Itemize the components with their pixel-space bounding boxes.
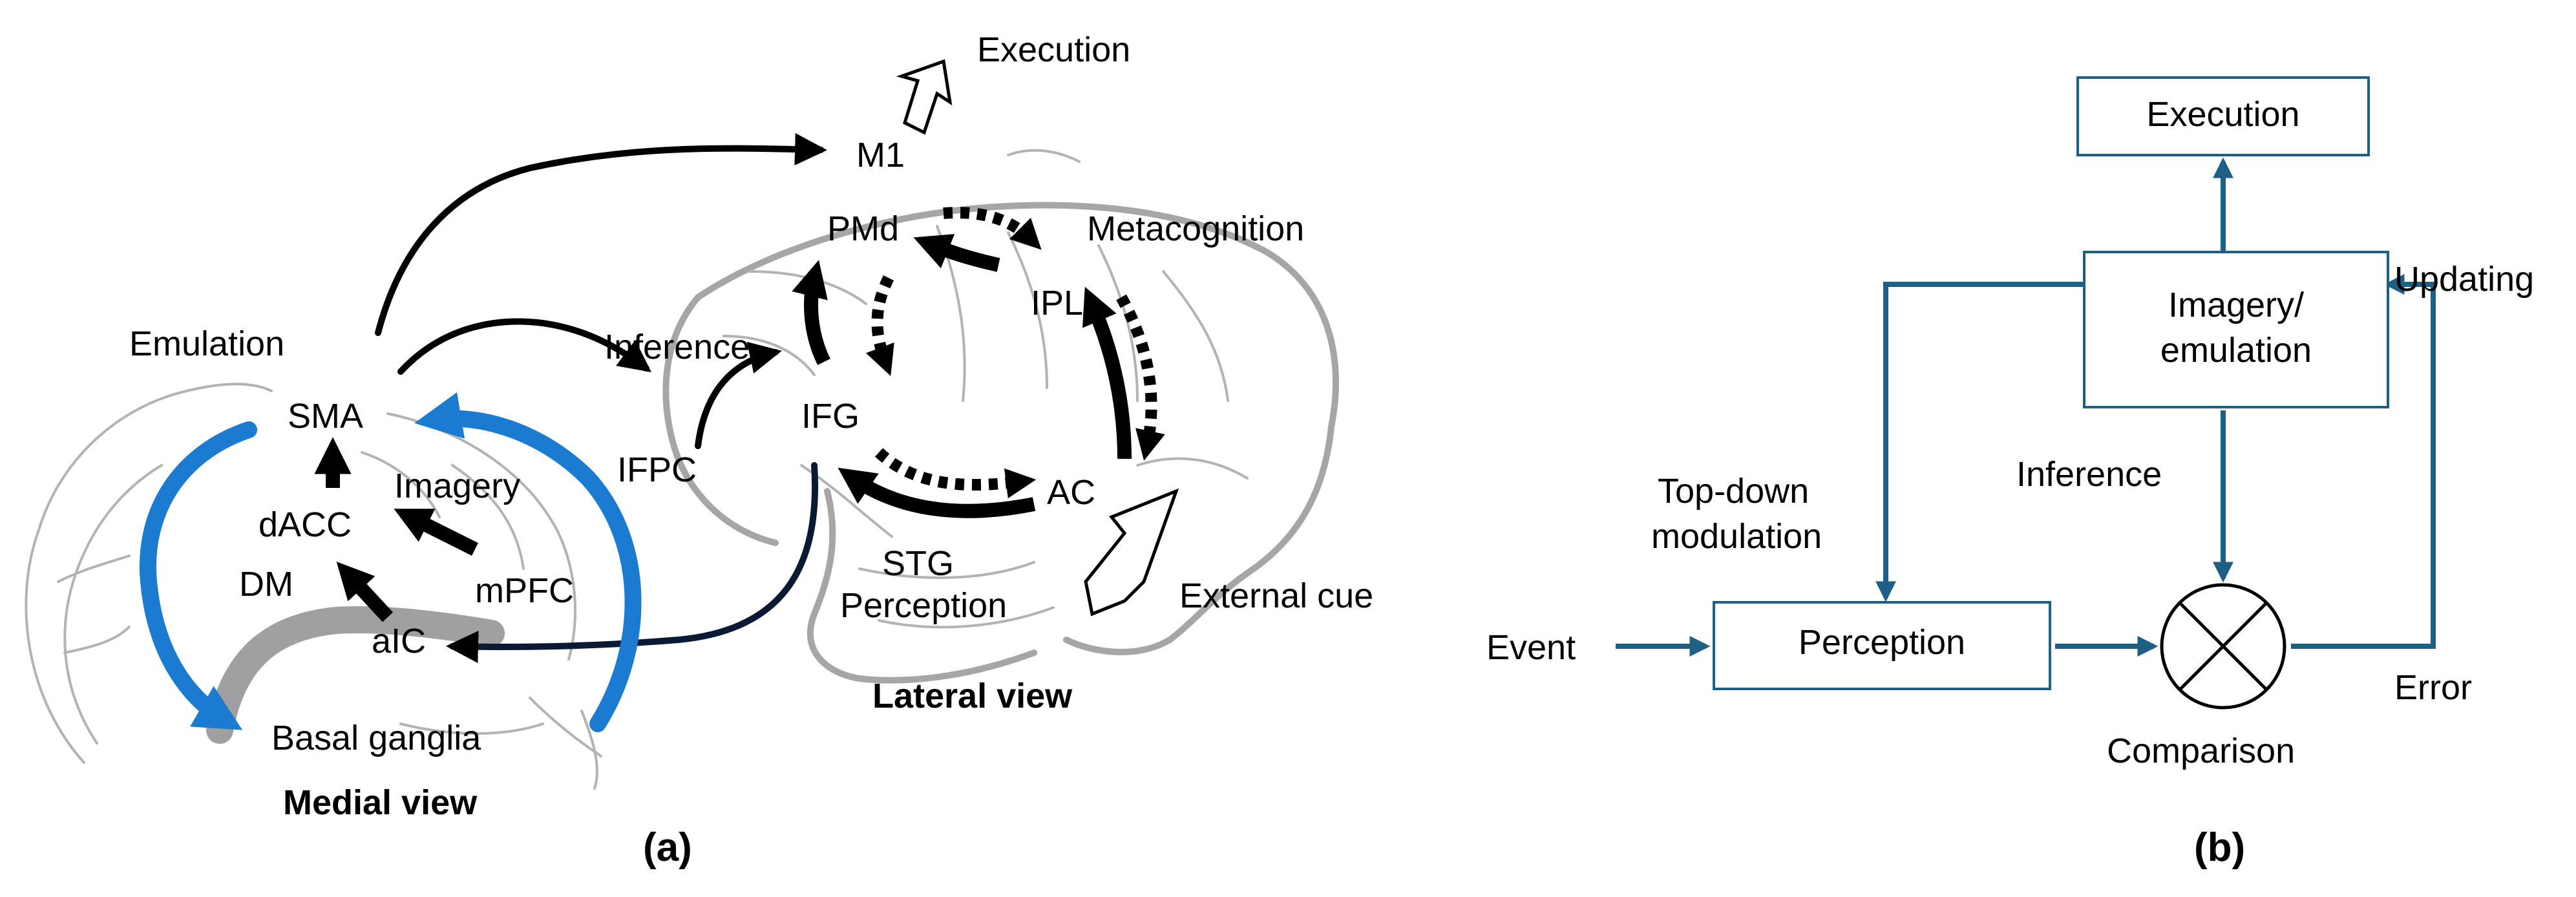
label-top-down-line2: modulation	[1651, 517, 1822, 556]
label-dm: DM	[239, 565, 293, 604]
execution-open-arrow	[896, 59, 953, 135]
connector-imagery-to-perception	[1875, 282, 2084, 602]
label-emulation: Emulation	[129, 324, 284, 363]
box-execution	[2076, 76, 2370, 156]
label-metacognition: Metacognition	[1087, 209, 1304, 248]
arrow-aic-to-dacc	[336, 561, 394, 622]
label-execution: Execution	[977, 30, 1130, 69]
label-sma: SMA	[288, 397, 363, 436]
panel-b: Execution Imagery/ emulation Perception …	[1486, 76, 2534, 870]
external-cue-open-arrow	[1084, 488, 1179, 617]
panel-a: Execution M1 PMd Metacognition IPL Emula…	[25, 30, 1373, 870]
arrow-ipl-to-ac-dotted	[1116, 294, 1165, 461]
arrow-ifg-to-aic	[446, 462, 818, 663]
label-medial-view: Medial view	[283, 783, 478, 822]
arrow-ifpc-to-ifg	[695, 341, 782, 449]
arrow-ipl-to-pmd	[913, 234, 1000, 272]
arrow-ifg-to-ac-dotted	[874, 448, 1037, 499]
label-mpfc: mPFC	[475, 571, 574, 610]
medial-arrows	[139, 392, 642, 732]
label-ifg: IFG	[801, 397, 860, 436]
label-ipl: IPL	[1031, 284, 1083, 322]
arrow-sma-to-basal-ganglia	[139, 421, 257, 730]
label-pmd: PMd	[827, 209, 899, 248]
label-ifpc: IFPC	[617, 450, 697, 489]
label-dacc: dACC	[259, 505, 352, 544]
label-updating: Updating	[2394, 260, 2534, 299]
label-lateral-view: Lateral view	[872, 677, 1073, 715]
arrow-pmd-to-ifg-dotted	[865, 275, 894, 376]
arrow-ac-to-ipl	[1082, 286, 1132, 459]
label-stg: STG	[882, 544, 954, 583]
label-perception: Perception	[840, 586, 1007, 625]
arrow-ac-to-ifg	[838, 467, 1036, 518]
label-aic: aIC	[372, 622, 426, 660]
arrow-ifg-to-pmd	[792, 260, 830, 365]
label-imagery: Imagery	[394, 467, 520, 505]
box-imagery-emulation	[2083, 251, 2389, 408]
box-perception	[1713, 601, 2051, 690]
connector-comparison-to-imagery	[2291, 274, 2436, 649]
label-comparison: Comparison	[2107, 732, 2295, 770]
label-ac: AC	[1047, 473, 1095, 512]
arrow-sma-to-ifpc	[397, 318, 652, 375]
label-event: Event	[1486, 628, 1576, 667]
label-error: Error	[2394, 668, 2472, 707]
label-m1: M1	[856, 136, 905, 174]
lateral-brain-outline	[662, 149, 1339, 684]
label-external-cue: External cue	[1179, 576, 1373, 615]
lateral-arrows	[375, 132, 1165, 663]
arrow-basal-ganglia-to-sma	[414, 392, 642, 732]
arrow-sma-to-m1	[375, 132, 827, 336]
arrow-pmd-to-ipl-dotted	[943, 207, 1042, 250]
caption-a: (a)	[643, 825, 692, 870]
comparison-node	[2160, 583, 2286, 710]
box-execution-label: Execution	[2146, 95, 2299, 134]
label-inference-b: Inference	[2016, 455, 2162, 494]
label-basal-ganglia: Basal ganglia	[271, 719, 481, 757]
box-imagery-label-line1: Imagery/	[2168, 286, 2304, 324]
label-top-down-line1: Top-down	[1658, 472, 1809, 511]
label-inference: Inference	[604, 328, 750, 366]
caption-b: (b)	[2194, 825, 2245, 870]
arrow-imagery-to-dacc	[394, 509, 478, 556]
box-imagery-label-line2: emulation	[2160, 331, 2312, 370]
box-perception-label: Perception	[1799, 623, 1965, 662]
